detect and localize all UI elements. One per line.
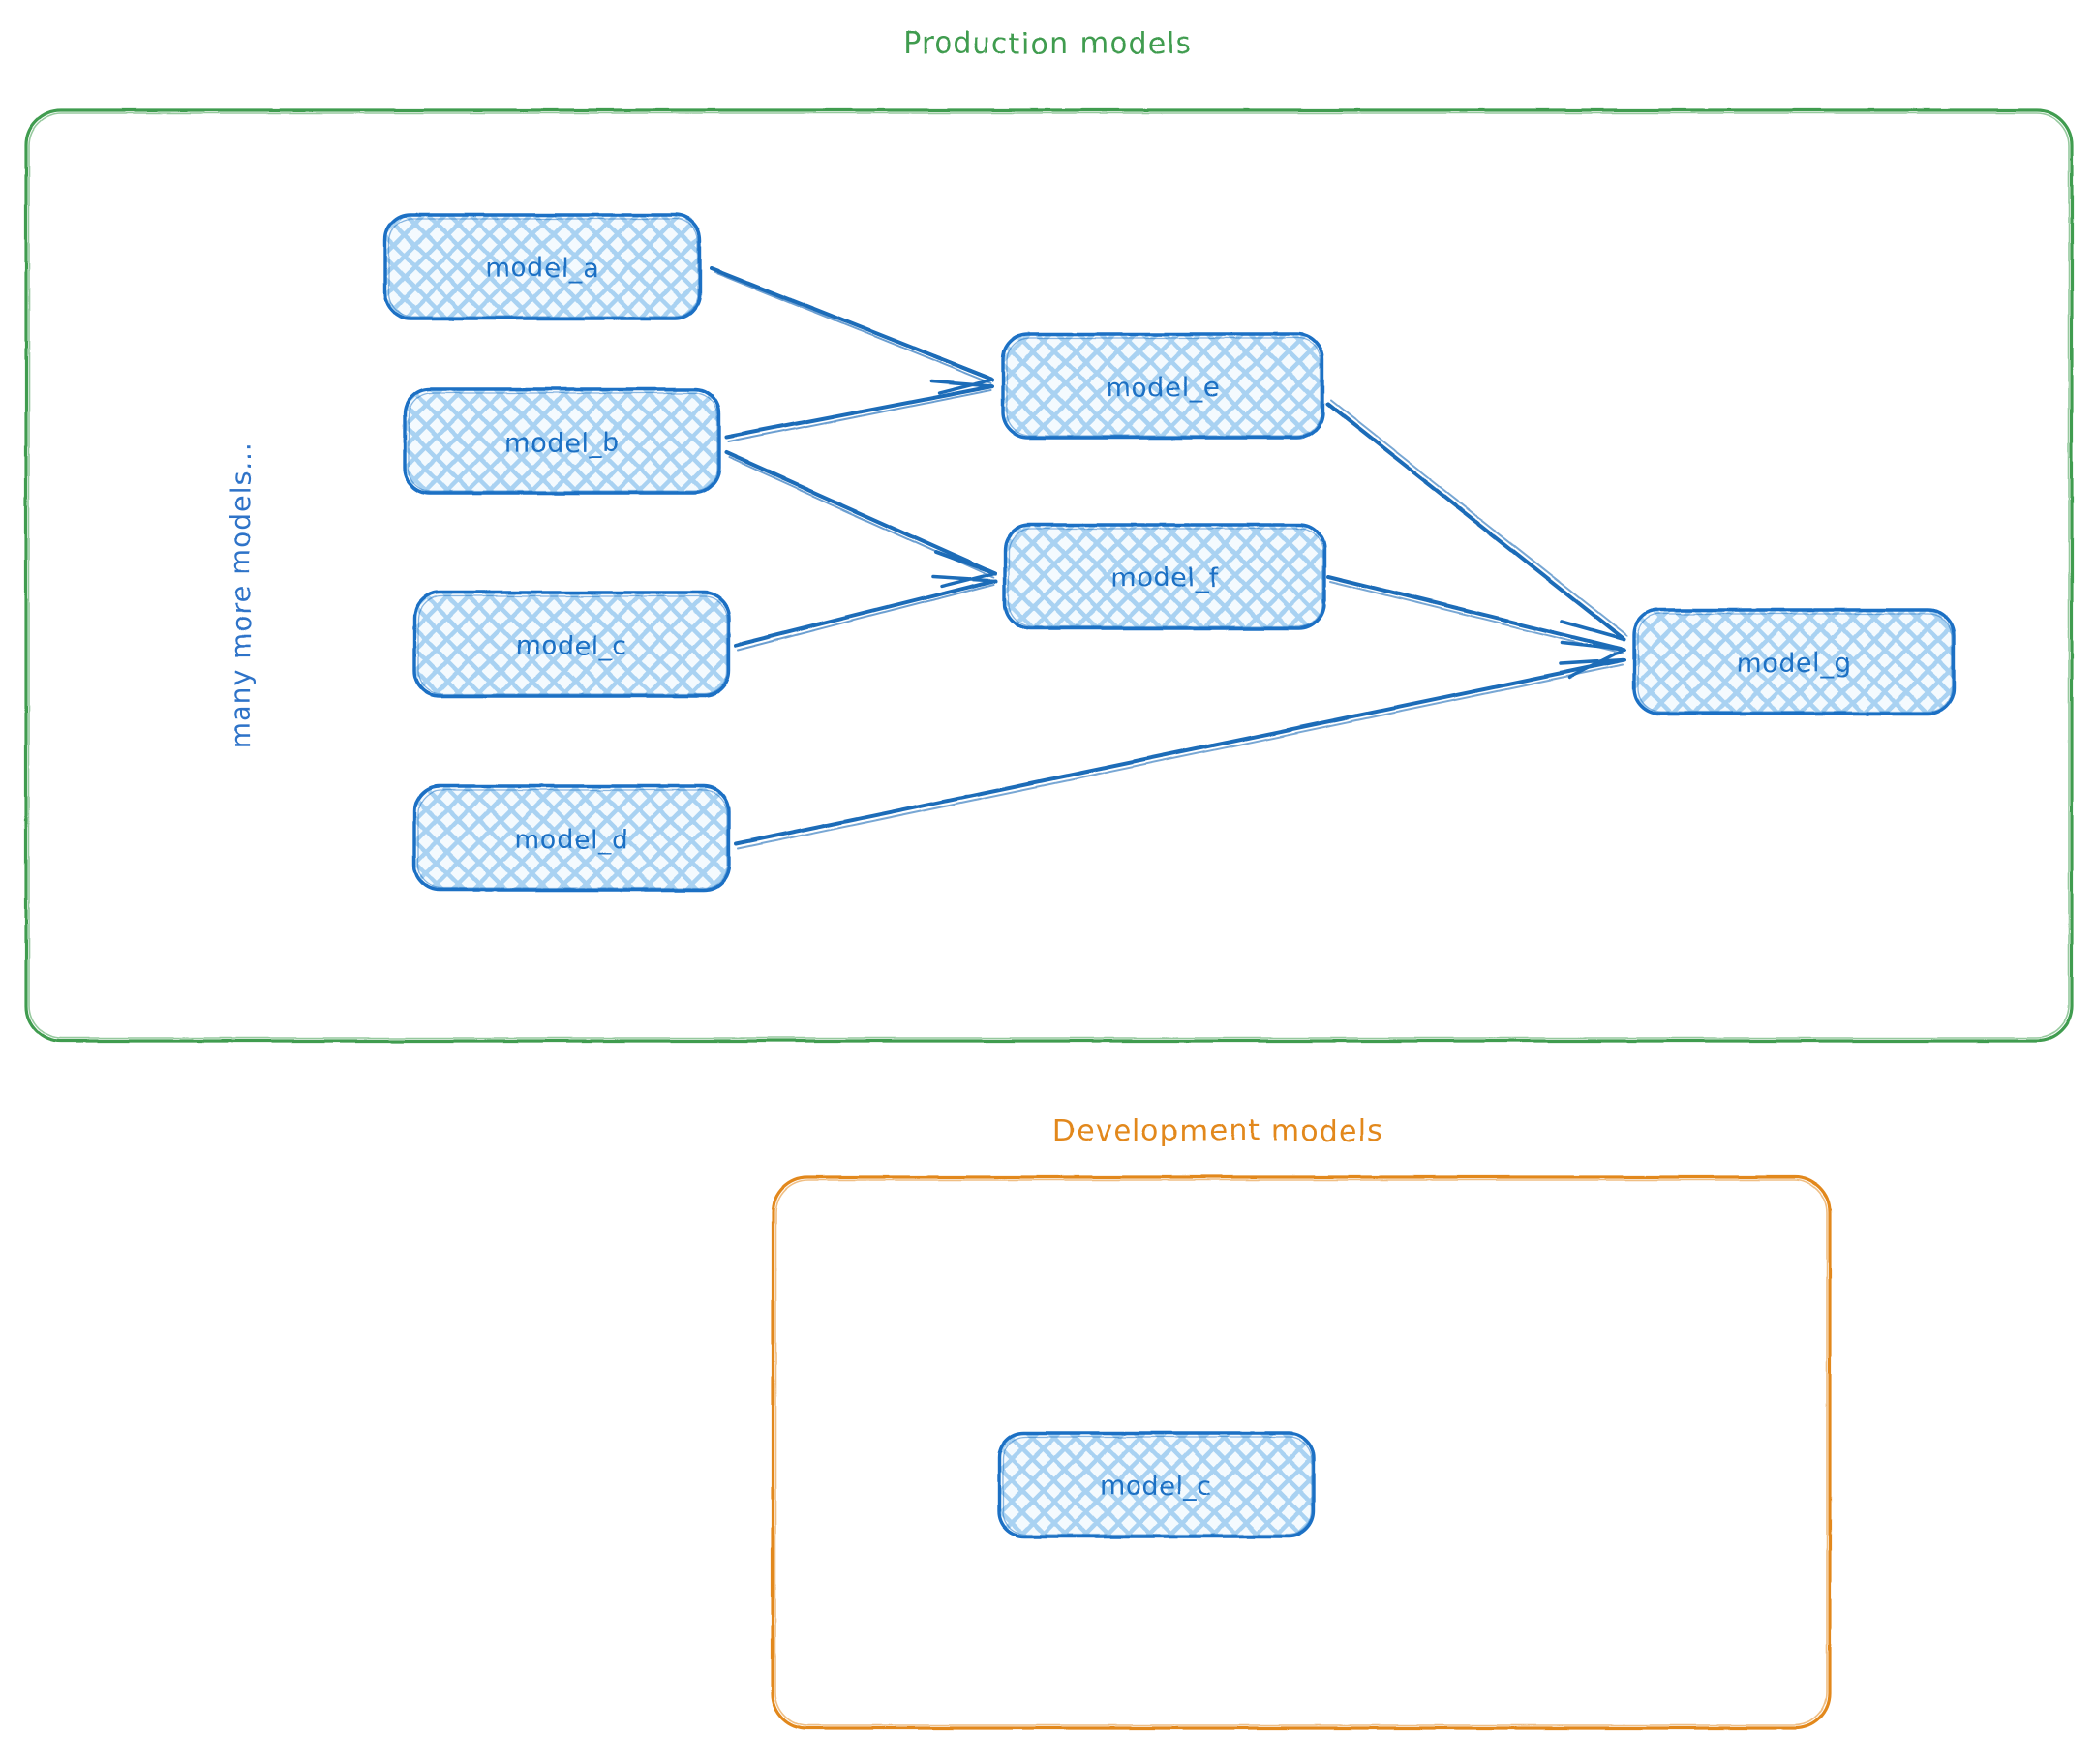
production-group-title: Production models (903, 27, 1193, 61)
node-model_e-label: model_e (1106, 373, 1220, 403)
edge-model_b-to-model_f (724, 451, 997, 589)
node-model_e[interactable]: model_e (1001, 332, 1324, 440)
node-model_f-label: model_f (1111, 563, 1220, 593)
group-container-production (24, 108, 2074, 1043)
edge-model_b-to-model_e (724, 380, 995, 443)
node-model_d-label: model_d (514, 825, 628, 855)
node-model_d-shape[interactable] (412, 784, 731, 892)
production-group-border (24, 108, 2074, 1043)
node-model_f-shape[interactable] (1003, 523, 1326, 630)
node-model_b-label: model_b (504, 428, 619, 458)
node-model_d[interactable]: model_d (412, 784, 731, 892)
node-model_c-production-shape[interactable] (412, 591, 731, 698)
node-model_c-development-label: model_c (1100, 1472, 1212, 1502)
node-model_a[interactable]: model_a (383, 213, 702, 320)
development-group-border-sketch (774, 1179, 1828, 1726)
development-group-border (771, 1175, 1832, 1730)
node-model_c-production-shape-sketch (417, 595, 728, 695)
node-model_g-shape-sketch (1637, 613, 1953, 713)
node-model_a-shape[interactable] (383, 213, 702, 320)
node-model_g-label: model_g (1737, 649, 1851, 679)
node-model_c-development-shape[interactable] (997, 1431, 1316, 1538)
node-model_g-shape[interactable] (1632, 608, 1956, 715)
development-group-title: Development models (1052, 1114, 1383, 1148)
edge-model_d-to-model_g (734, 658, 1626, 850)
group-container-development (771, 1175, 1832, 1730)
node-model_b-shape[interactable] (403, 387, 721, 495)
edge-model_e-to-model_g (1326, 400, 1628, 641)
node-model_d-shape-sketch (417, 789, 728, 889)
node-model_e-shape-sketch (1006, 337, 1321, 437)
edge-model_c-to-model_f (734, 575, 997, 652)
node-model_a-shape-sketch (388, 218, 699, 318)
many-more-models-label: many more models... (225, 442, 257, 749)
edge-model_f-to-model_g (1326, 575, 1626, 680)
many-more-models-label-group: many more models... (225, 442, 257, 749)
node-model_f-shape-sketch (1008, 528, 1323, 627)
edge-model_a-to-model_e (710, 266, 995, 395)
node-model_g[interactable]: model_g (1632, 608, 1956, 715)
node-model_c-production-label: model_c (515, 631, 627, 661)
edges-layer (710, 266, 1628, 850)
node-model_f[interactable]: model_f (1003, 523, 1326, 630)
node-model_e-shape[interactable] (1001, 332, 1324, 440)
node-model_c-production[interactable]: model_c (412, 591, 731, 698)
production-group-border-sketch (28, 112, 2070, 1039)
node-model_b[interactable]: model_b (403, 387, 721, 495)
node-model_c-development-shape-sketch (1002, 1436, 1313, 1536)
node-model_a-label: model_a (485, 254, 599, 284)
node-model_b-shape-sketch (408, 392, 718, 492)
node-model_c-development[interactable]: model_c (997, 1431, 1316, 1538)
